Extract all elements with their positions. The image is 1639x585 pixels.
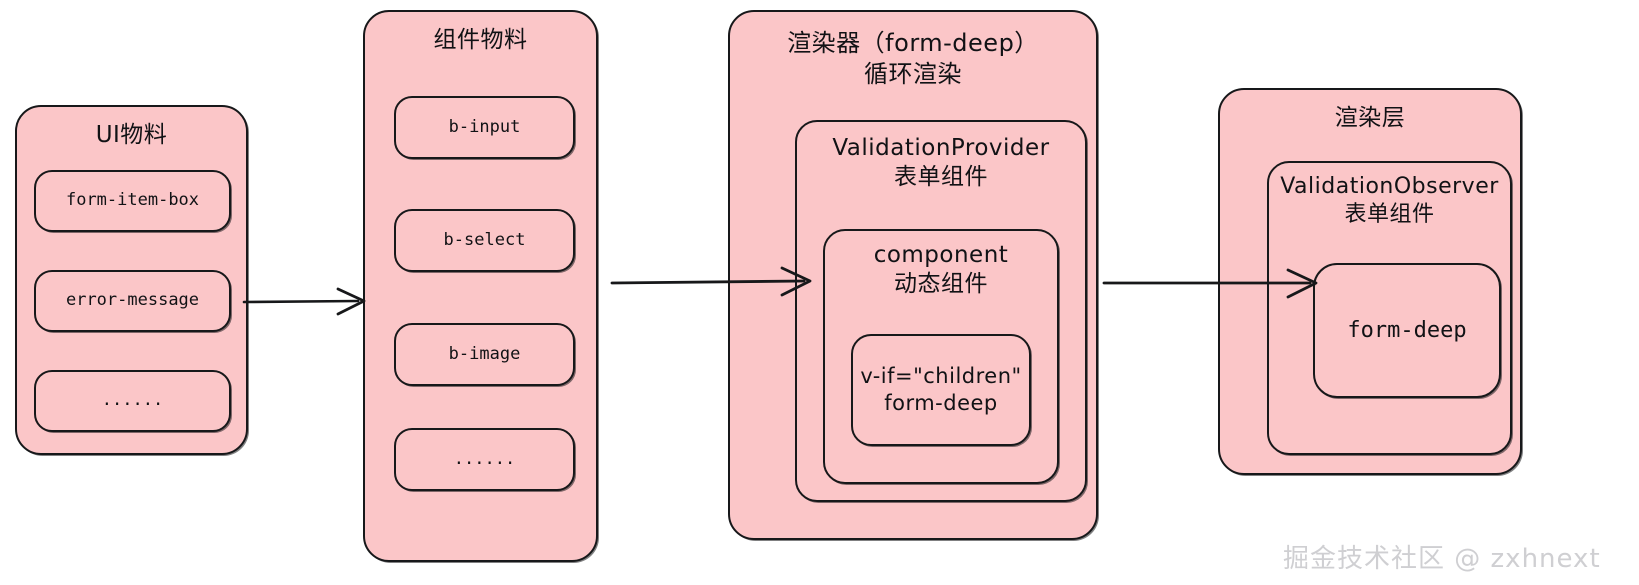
- chip-form-deep-leaf-label: form-deep: [1347, 317, 1467, 343]
- chip-error-message-label: error-message: [65, 290, 200, 311]
- group-validation-observer[interactable]: ValidationObserver 表单组件 form-deep: [1267, 161, 1512, 455]
- group-renderer[interactable]: 渲染器（form-deep） 循环渲染 ValidationProvider 表…: [728, 10, 1098, 540]
- group-component-title: component 动态组件: [873, 242, 1009, 298]
- group-render-layer-title: 渲染层: [1334, 105, 1406, 131]
- arrow-ui-to-components: [242, 287, 366, 316]
- chip-form-item-box[interactable]: form-item-box: [34, 170, 231, 232]
- chip-form-item-box-label: form-item-box: [65, 190, 200, 211]
- chip-b-image[interactable]: b-image: [394, 323, 575, 386]
- group-validation-provider[interactable]: ValidationProvider 表单组件 component 动态组件 v…: [795, 120, 1087, 502]
- chip-ui-ellipsis-label: ......: [101, 390, 164, 411]
- chip-b-image-label: b-image: [448, 343, 521, 364]
- chip-b-input[interactable]: b-input: [394, 96, 575, 159]
- chip-b-select-label: b-select: [443, 229, 526, 250]
- group-ui-materials-title: UI物料: [95, 122, 168, 148]
- chip-b-select[interactable]: b-select: [394, 209, 575, 272]
- chip-component-ellipsis[interactable]: ......: [394, 428, 575, 491]
- chip-form-deep-leaf[interactable]: form-deep: [1313, 263, 1501, 398]
- group-validation-observer-title: ValidationObserver 表单组件: [1280, 174, 1499, 228]
- group-render-layer[interactable]: 渲染层 ValidationObserver 表单组件 form-deep: [1218, 88, 1522, 475]
- group-v-if-children-title: v-if="children" form-deep: [860, 364, 1022, 415]
- group-renderer-title: 渲染器（form-deep） 循环渲染: [787, 29, 1039, 88]
- group-component-materials[interactable]: 组件物料 b-input b-select b-image ......: [363, 10, 598, 562]
- watermark: 掘金技术社区 @ zxhnext: [1283, 544, 1601, 574]
- group-component-materials-title: 组件物料: [433, 27, 528, 53]
- group-v-if-children[interactable]: v-if="children" form-deep: [851, 334, 1031, 446]
- chip-b-input-label: b-input: [448, 116, 521, 137]
- chip-component-ellipsis-label: ......: [453, 448, 516, 469]
- group-component[interactable]: component 动态组件 v-if="children" form-deep: [823, 229, 1059, 484]
- chip-ui-ellipsis[interactable]: ......: [34, 370, 231, 432]
- chip-error-message[interactable]: error-message: [34, 270, 231, 332]
- group-validation-provider-title: ValidationProvider 表单组件: [832, 135, 1050, 191]
- group-ui-materials[interactable]: UI物料 form-item-box error-message ......: [15, 105, 248, 455]
